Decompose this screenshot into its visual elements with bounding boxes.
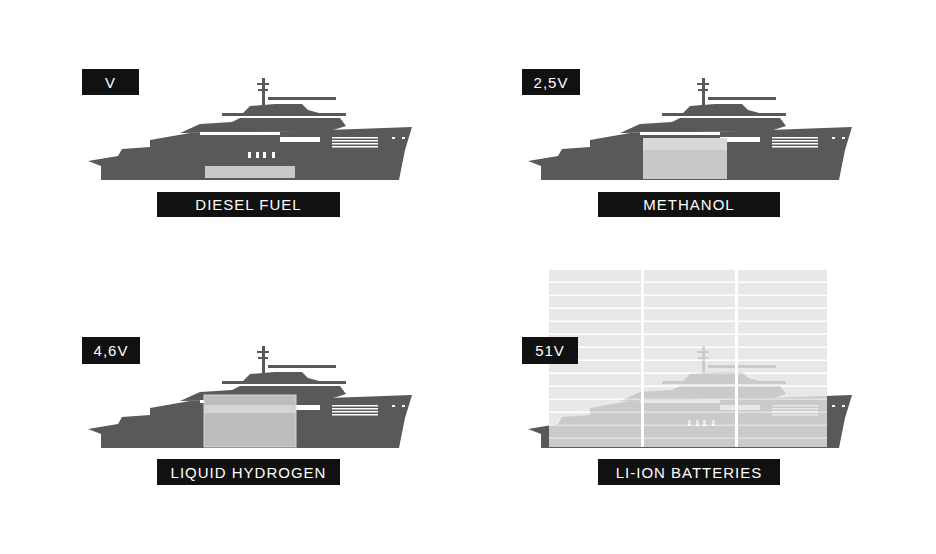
fuel-label: METHANOL [598, 192, 780, 217]
fuel-label: LIQUID HYDROGEN [157, 459, 340, 485]
fuel-label: DIESEL FUEL [157, 192, 340, 217]
fuel-tank [204, 395, 296, 447]
volume-tag: 4,6V [82, 337, 140, 364]
battery-volume [549, 270, 827, 447]
box-text: 4,6V [94, 343, 129, 358]
battery-divider [735, 270, 738, 447]
box-text: V [105, 75, 116, 90]
fuel-tank [643, 138, 727, 179]
box-text: DIESEL FUEL [195, 197, 301, 212]
box-text: 2,5V [534, 75, 569, 90]
volume-tag: 2,5V [522, 69, 580, 95]
battery-divider [641, 270, 644, 447]
box-text: LIQUID HYDROGEN [171, 465, 327, 480]
box-text: METHANOL [643, 197, 734, 212]
fuel-tank-band [204, 405, 296, 413]
fuel-tank-top [643, 138, 727, 150]
fuel-tank [205, 166, 295, 178]
fuel-label: LI-ION BATTERIES [598, 459, 780, 485]
box-text: LI-ION BATTERIES [616, 465, 763, 480]
volume-tag: V [82, 69, 139, 95]
volume-tag: 51V [522, 337, 578, 364]
box-text: 51V [535, 343, 565, 358]
